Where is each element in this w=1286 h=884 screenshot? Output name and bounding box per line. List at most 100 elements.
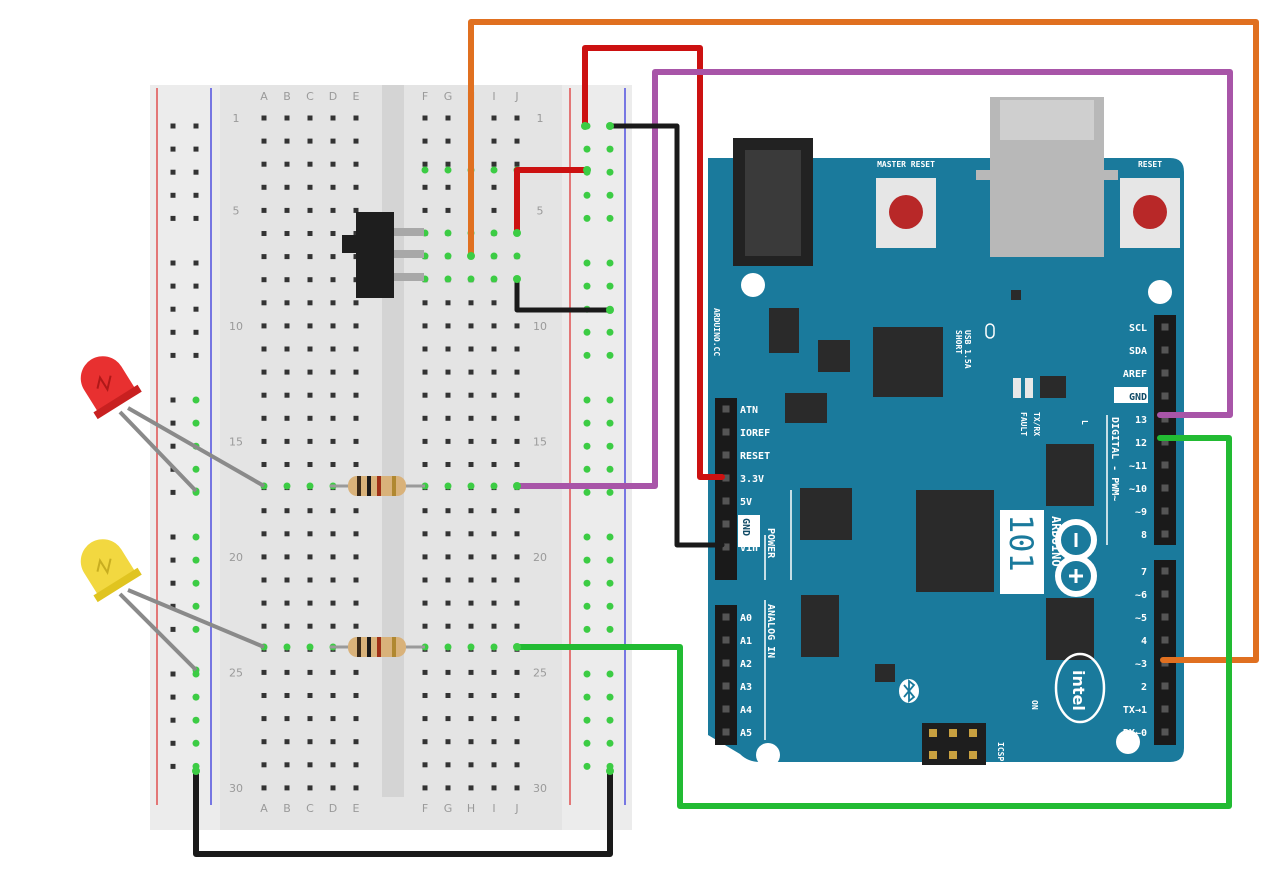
connected-hole	[192, 602, 200, 610]
header-pin[interactable]	[722, 543, 730, 551]
connected-hole	[583, 602, 591, 610]
breadboard-hole	[307, 161, 313, 167]
connected-hole	[606, 556, 614, 564]
analog-pin-label: A0	[740, 613, 752, 624]
connected-hole	[490, 166, 498, 174]
connected-hole	[583, 716, 591, 724]
column-letter: A	[260, 802, 268, 815]
header-pin[interactable]	[1161, 415, 1169, 423]
slide-switch[interactable]	[342, 212, 424, 298]
header-pin[interactable]	[1161, 507, 1169, 515]
breadboard-hole	[307, 762, 313, 768]
header-pin[interactable]	[722, 659, 730, 667]
breadboard-hole	[307, 184, 313, 190]
switch-body[interactable]	[356, 212, 394, 298]
led-smd	[1013, 378, 1021, 398]
header-pin[interactable]	[722, 636, 730, 644]
header-pin[interactable]	[722, 613, 730, 621]
header-pin[interactable]	[1161, 369, 1169, 377]
connected-hole	[192, 579, 200, 587]
row-number: 10	[229, 320, 243, 333]
header-pin[interactable]	[722, 728, 730, 736]
arduino-101-board: MASTER RESET RESET ARDUINO.CC USB 1.5A S…	[708, 97, 1184, 767]
breadboard-hole	[514, 693, 520, 698]
header-pin[interactable]	[1161, 590, 1169, 598]
header-pin[interactable]	[1161, 438, 1169, 446]
header-pin[interactable]	[1161, 728, 1169, 736]
breadboard-hole	[422, 138, 428, 144]
breadboard-hole	[491, 323, 497, 329]
header-pin[interactable]	[722, 520, 730, 528]
rail-hole	[193, 306, 199, 312]
breadboard-hole	[468, 392, 474, 398]
header-pin[interactable]	[1161, 705, 1169, 713]
connected-hole	[444, 275, 452, 283]
header-pin[interactable]	[1161, 613, 1169, 621]
header-pin[interactable]	[722, 428, 730, 436]
header-pin[interactable]	[1161, 530, 1169, 538]
breadboard-hole	[468, 323, 474, 329]
breadboard-hole	[422, 739, 428, 745]
rail-hole	[170, 489, 176, 495]
header-pin[interactable]	[722, 451, 730, 459]
chip	[1046, 598, 1094, 660]
breadboard-hole	[491, 785, 497, 791]
breadboard-hole	[353, 207, 359, 213]
header-pin[interactable]	[722, 405, 730, 413]
breadboard-hole	[422, 438, 428, 444]
row-number: 5	[537, 204, 544, 217]
gnd-box	[738, 515, 760, 547]
reset-cap[interactable]	[1133, 195, 1167, 229]
breadboard-hole	[284, 207, 290, 213]
header-pin[interactable]	[1161, 484, 1169, 492]
breadboard-hole	[468, 623, 474, 629]
breadboard-hole	[284, 531, 290, 537]
breadboard-hole	[491, 115, 497, 121]
breadboard-hole	[330, 392, 336, 398]
breadboard-hole	[468, 577, 474, 583]
breadboard-hole	[491, 161, 497, 167]
header-pin[interactable]	[722, 474, 730, 482]
led-yellow-leg-short	[118, 592, 198, 672]
column-letter: F	[422, 90, 428, 103]
l-label: L	[1080, 420, 1089, 425]
connected-hole	[583, 488, 591, 496]
header-pin[interactable]	[1161, 682, 1169, 690]
breadboard-hole	[284, 693, 290, 698]
breadboard-hole	[307, 138, 313, 144]
master-reset-cap[interactable]	[889, 195, 923, 229]
breadboard-hole	[330, 323, 336, 329]
rail-hole	[170, 123, 176, 129]
connected-hole	[606, 214, 614, 222]
breadboard-hole	[307, 623, 313, 629]
header-pin[interactable]	[722, 497, 730, 505]
switch-slider[interactable]	[342, 235, 358, 253]
header-pin[interactable]	[1161, 323, 1169, 331]
header-pin[interactable]	[1161, 567, 1169, 575]
header-pin[interactable]	[1161, 392, 1169, 400]
breadboard-hole	[445, 300, 451, 306]
breadboard-hole	[514, 739, 520, 745]
header-pin[interactable]	[1161, 636, 1169, 644]
usb-label: USB 1.5A	[963, 330, 972, 369]
breadboard-hole	[284, 577, 290, 583]
breadboard-hole	[330, 762, 336, 768]
header-pin[interactable]	[722, 705, 730, 713]
breadboard-hole	[491, 623, 497, 629]
connected-hole	[583, 579, 591, 587]
short-label: SHORT	[954, 330, 963, 354]
breadboard-hole	[284, 115, 290, 121]
connected-hole	[606, 716, 614, 724]
breadboard-hole	[353, 554, 359, 560]
digital-pin-label: ~10	[1129, 484, 1147, 495]
breadboard-hole	[284, 600, 290, 606]
breadboard-hole	[261, 323, 267, 329]
header-pin[interactable]	[1161, 346, 1169, 354]
header-pin[interactable]	[722, 682, 730, 690]
switch-pin	[394, 273, 424, 281]
breadboard-hole	[445, 392, 451, 398]
rail-hole	[170, 443, 176, 449]
header-pin[interactable]	[1161, 461, 1169, 469]
connected-hole	[283, 482, 291, 490]
